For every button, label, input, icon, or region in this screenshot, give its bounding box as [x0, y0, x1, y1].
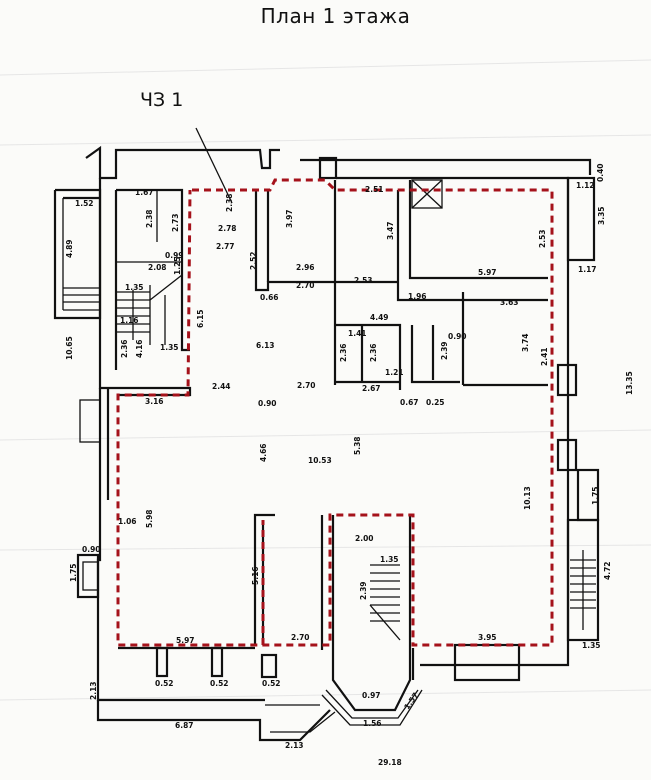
dim: 0.90: [82, 545, 101, 554]
dim: 2.51: [365, 185, 384, 194]
dim: 2.36: [120, 339, 129, 358]
dim: 3.95: [478, 633, 497, 642]
dim: 5.38: [353, 436, 362, 455]
dim: 2.73: [171, 213, 180, 232]
dimension-labels: 1.67 1.52 2.38 2.73 4.89 0.99 2.08 1.25 …: [65, 163, 634, 767]
dim: 1.35: [582, 641, 601, 650]
dim: 2.67: [362, 384, 381, 393]
dim: 0.52: [210, 679, 229, 688]
dim: 0.67: [400, 398, 419, 407]
dim: 0.25: [426, 398, 445, 407]
plan-title: План 1 этажа: [260, 4, 411, 28]
dim: 3.63: [500, 298, 519, 307]
dim: 0.97: [362, 691, 381, 700]
dim: 5.98: [145, 509, 154, 528]
walls: [53, 145, 600, 742]
dim: 3.74: [521, 333, 530, 352]
dim: 1.25: [173, 256, 182, 275]
dim: 2.41: [540, 347, 549, 366]
dim: 1.35: [380, 555, 399, 564]
dim: 4.89: [65, 239, 74, 258]
dim: 1.16: [120, 316, 139, 325]
dim: 0.90: [258, 399, 277, 408]
dim: 1.35: [125, 283, 144, 292]
dim: 1.35: [160, 343, 179, 352]
dim: 1.52: [75, 199, 94, 208]
dim: 1.17: [578, 265, 597, 274]
dim: 5.97: [478, 268, 497, 277]
dim: 13.35: [625, 371, 634, 395]
dim: 5.16: [251, 566, 260, 585]
dim: 2.39: [440, 341, 449, 360]
dim: 0.52: [262, 679, 281, 688]
dim: 2.39: [359, 581, 368, 600]
dim: 2.70: [297, 381, 316, 390]
dim: 2.53: [354, 276, 373, 285]
dim: 6.87: [175, 721, 194, 730]
dim: 1.56: [363, 719, 382, 728]
dim: 2.44: [212, 382, 231, 391]
dim: 4.66: [259, 443, 268, 462]
dim: 1.96: [408, 292, 427, 301]
dim: 0.52: [155, 679, 174, 688]
dim: 2.52: [249, 251, 258, 270]
dim: 2.38: [145, 209, 154, 228]
dim: 2.13: [285, 741, 304, 750]
dim: 3.16: [145, 397, 164, 406]
dim: 2.70: [291, 633, 310, 642]
dim: 2.53: [538, 229, 547, 248]
dim: 2.13: [89, 681, 98, 700]
dim: 0.99: [165, 251, 184, 260]
dim: 2.77: [216, 242, 235, 251]
dim: 4.49: [370, 313, 389, 322]
dim: 6.13: [256, 341, 275, 350]
dim: 1.06: [118, 517, 137, 526]
dim: 0.90: [448, 332, 467, 341]
dim: 10.13: [523, 486, 532, 510]
dim: 4.72: [603, 561, 612, 580]
dim: 0.66: [260, 293, 279, 302]
dim: 5.97: [176, 636, 195, 645]
dim: 4.16: [135, 339, 144, 358]
dim: 2.96: [296, 263, 315, 272]
dim: 2.78: [218, 224, 237, 233]
dim: 1.12: [576, 181, 595, 190]
dim: 3.35: [597, 206, 606, 225]
dim: 10.53: [308, 456, 332, 465]
dim: 2.70: [296, 281, 315, 290]
room-label: ЧЗ 1: [140, 89, 183, 111]
dim: 2.38: [225, 193, 234, 212]
dim: 2.36: [339, 343, 348, 362]
dim: 1.75: [69, 563, 78, 582]
dim: 29.18: [378, 758, 402, 767]
dim: 2.36: [369, 343, 378, 362]
dim: 1.41: [348, 329, 367, 338]
dim: 2.00: [355, 534, 374, 543]
leader-line: [195, 127, 233, 204]
dim: 10.65: [65, 336, 74, 360]
room-boundary: [116, 178, 554, 647]
dim: 3.47: [386, 221, 395, 240]
dim: 1.21: [385, 368, 404, 377]
dim: 1.67: [135, 188, 154, 197]
dim: 6.15: [196, 309, 205, 328]
dim: 2.08: [148, 263, 167, 272]
dim: 3.97: [285, 209, 294, 228]
dim: 0.40: [596, 163, 605, 182]
dim: 1.75: [591, 486, 600, 505]
